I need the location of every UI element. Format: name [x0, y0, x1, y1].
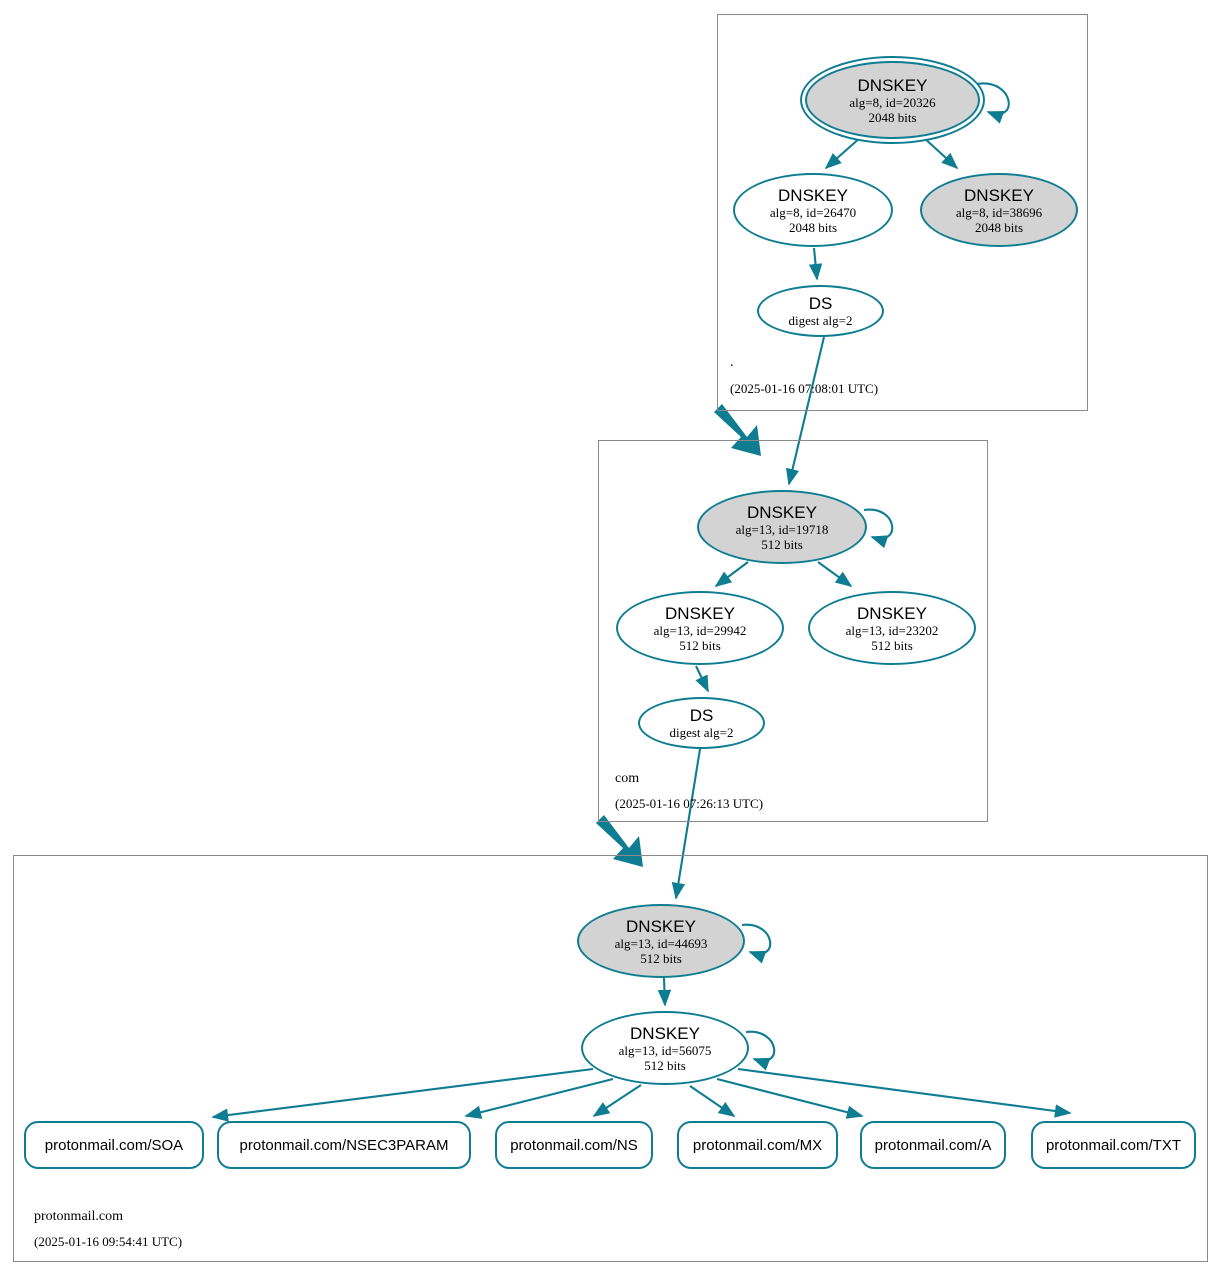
node-title: DNSKEY — [747, 502, 817, 522]
node-alg-id: alg=8, id=26470 — [769, 204, 857, 220]
dnskey-node-protonmail-zsk-56075[interactable]: DNSKEY alg=13, id=56075 512 bits — [581, 1011, 749, 1085]
zone-timestamp-root: (2025-01-16 07:08:01 UTC) — [730, 381, 879, 396]
node-bits: 512 bits — [644, 1057, 686, 1073]
rrset-node-a[interactable]: protonmail.com/A — [860, 1121, 1006, 1169]
node-title: DNSKEY — [964, 185, 1034, 205]
node-title: DNSKEY — [857, 75, 928, 95]
zone-label-protonmail: protonmail.com — [34, 1209, 124, 1224]
ds-node-root-to-com[interactable]: DS digest alg=2 — [757, 285, 884, 337]
node-bits: 512 bits — [640, 950, 682, 966]
dnskey-node-com-zsk-29942[interactable]: DNSKEY alg=13, id=29942 512 bits — [616, 591, 784, 665]
ds-node-com-to-protonmail[interactable]: DS digest alg=2 — [638, 697, 765, 749]
rrset-node-ns[interactable]: protonmail.com/NS — [495, 1121, 653, 1169]
node-alg-id: alg=13, id=44693 — [614, 935, 708, 951]
node-alg-id: alg=8, id=38696 — [955, 204, 1043, 220]
zone-timestamp-protonmail: (2025-01-16 09:54:41 UTC) — [34, 1234, 183, 1249]
node-title: DS — [689, 706, 714, 725]
node-bits: 2048 bits — [868, 109, 917, 125]
dnskey-node-protonmail-ksk-44693[interactable]: DNSKEY alg=13, id=44693 512 bits — [577, 904, 745, 978]
rrset-node-soa[interactable]: protonmail.com/SOA — [24, 1121, 204, 1169]
zone-timestamp-com: (2025-01-16 07:26:13 UTC) — [615, 796, 764, 811]
node-title: DNSKEY — [626, 916, 696, 936]
dnskey-node-root-ksk-20326[interactable]: DNSKEY alg=8, id=20326 2048 bits — [805, 61, 980, 139]
dnskey-node-root-zsk-26470[interactable]: DNSKEY alg=8, id=26470 2048 bits — [733, 173, 893, 247]
dnskey-node-com-ksk-19718[interactable]: DNSKEY alg=13, id=19718 512 bits — [697, 490, 867, 564]
zone-cluster-root — [717, 14, 1088, 411]
dnskey-node-root-key-38696[interactable]: DNSKEY alg=8, id=38696 2048 bits — [920, 173, 1078, 247]
node-alg-id: alg=13, id=56075 — [618, 1042, 712, 1058]
rrset-node-mx[interactable]: protonmail.com/MX — [677, 1121, 838, 1169]
node-alg-id: alg=13, id=19718 — [735, 521, 829, 537]
node-alg-id: alg=13, id=29942 — [653, 622, 747, 638]
node-bits: 512 bits — [871, 637, 913, 653]
node-alg-id: alg=8, id=20326 — [849, 94, 936, 110]
rrset-node-nsec3param[interactable]: protonmail.com/NSEC3PARAM — [217, 1121, 471, 1169]
node-digest-alg: digest alg=2 — [788, 313, 853, 328]
node-title: DNSKEY — [665, 603, 735, 623]
node-bits: 512 bits — [761, 536, 803, 552]
zone-label-com: com — [615, 771, 640, 786]
node-title: DNSKEY — [778, 185, 848, 205]
zone-cluster-com — [598, 440, 988, 822]
node-bits: 512 bits — [679, 637, 721, 653]
node-title: DNSKEY — [630, 1023, 700, 1043]
dnskey-node-com-key-23202[interactable]: DNSKEY alg=13, id=23202 512 bits — [808, 591, 976, 665]
node-bits: 2048 bits — [788, 219, 838, 235]
zone-label-root: . — [730, 355, 734, 370]
node-title: DS — [808, 294, 833, 313]
node-title: DNSKEY — [857, 603, 927, 623]
node-digest-alg: digest alg=2 — [669, 725, 734, 740]
node-bits: 2048 bits — [974, 219, 1024, 235]
rrset-node-txt[interactable]: protonmail.com/TXT — [1031, 1121, 1196, 1169]
node-alg-id: alg=13, id=23202 — [845, 622, 939, 638]
zone-cluster-protonmail — [13, 855, 1208, 1262]
